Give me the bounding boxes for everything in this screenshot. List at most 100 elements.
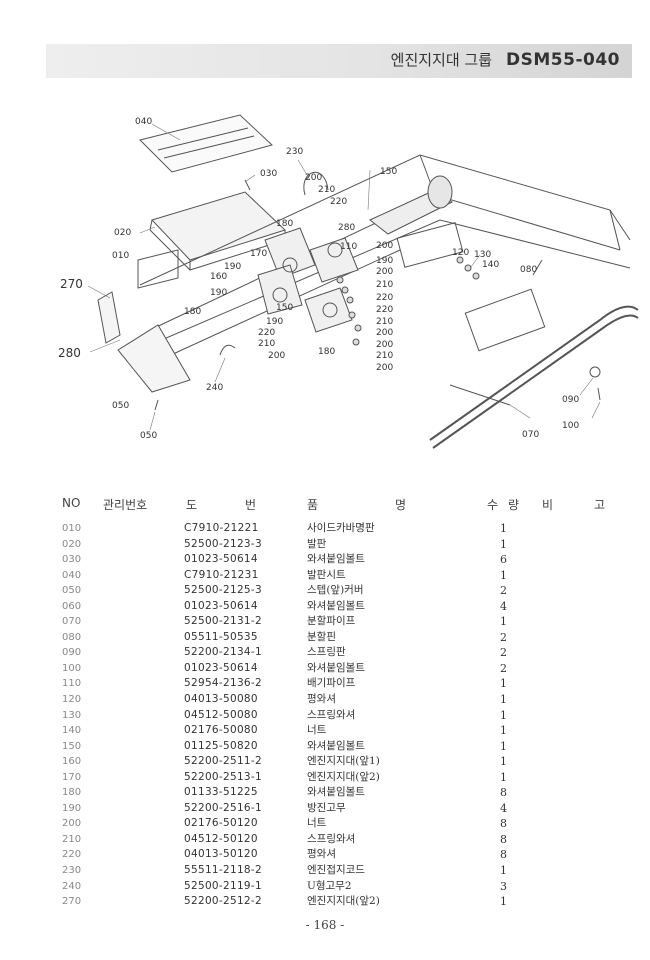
callout-010: 010 — [112, 251, 129, 261]
diagram-drawing: 040 030 230 150 200 210 220 020 280 180 … — [58, 114, 639, 449]
part-quantity: 1 — [500, 895, 507, 909]
engine-support-front — [264, 227, 316, 279]
callout-220: 220 — [376, 305, 393, 315]
part-number: 52200-2511-2 — [184, 755, 262, 768]
part-name: 방진고무 — [307, 801, 346, 814]
callout-210: 210 — [376, 280, 393, 290]
part-index: 010 — [62, 523, 82, 534]
col-note-1: 비 — [542, 498, 554, 512]
part-name: 와셔붙임볼트 — [307, 553, 365, 566]
col-management-no: 관리번호 — [103, 498, 148, 512]
part-index: 180 — [62, 787, 82, 799]
part-quantity: 2 — [500, 584, 507, 598]
part-index: 210 — [62, 833, 82, 845]
part-quantity: 1 — [500, 677, 507, 691]
callout-130: 130 — [474, 250, 491, 260]
callout-190: 190 — [224, 262, 241, 272]
part-number: C7910-21221 — [184, 522, 259, 534]
callout-040: 040 — [135, 117, 152, 127]
part-index: 110 — [62, 678, 82, 690]
part-number: 01023-50614 — [184, 661, 258, 674]
part-quantity: 4 — [500, 801, 507, 815]
part-index: 100 — [62, 662, 82, 674]
callout-240: 240 — [206, 383, 223, 393]
part-quantity: 3 — [500, 879, 507, 893]
part-quantity: 1 — [500, 522, 507, 535]
callout-280: 280 — [338, 223, 355, 233]
part-number: 01133-51225 — [184, 786, 258, 799]
callout-150: 150 — [276, 303, 293, 313]
group-title: 엔진지지대 그룹 — [390, 51, 493, 69]
callout-110: 110 — [340, 242, 357, 252]
parts-table-header: NO 관리번호 도 번 품 명 수 량 비 고 — [0, 496, 650, 512]
part-name: 스텝(앞)커버 — [307, 584, 364, 597]
part-number: 04013-50120 — [184, 848, 258, 861]
part-index: 140 — [62, 725, 82, 737]
part-number: 52200-2512-2 — [184, 895, 262, 908]
part-number: 52500-2131-2 — [184, 615, 262, 628]
part-name: 스프링와셔 — [307, 708, 356, 721]
part-number: 04512-50120 — [184, 832, 258, 845]
part-name: 와셔붙임볼트 — [307, 786, 365, 799]
callout-180: 200 — [376, 241, 393, 251]
part-quantity: 4 — [500, 599, 507, 613]
part-index: 230 — [62, 865, 82, 877]
part-number: 52500-2119-1 — [184, 879, 262, 892]
callout-050: 050 — [140, 431, 157, 441]
callout-220: 220 — [376, 293, 393, 303]
part-name: 평와셔 — [307, 693, 336, 706]
part-index: 150 — [62, 740, 82, 752]
part-number: 01125-50820 — [184, 739, 258, 752]
part-name: 스프링와셔 — [307, 832, 356, 845]
part-quantity: 2 — [500, 630, 507, 644]
part-quantity: 1 — [500, 864, 507, 878]
part-name: 엔진지지대(앞2) — [307, 770, 380, 783]
part-quantity: 1 — [500, 724, 507, 738]
col-part-no-1: 도 — [186, 498, 198, 512]
col-note-2: 고 — [594, 498, 606, 512]
callout-180: 180 — [184, 307, 201, 317]
part-number: 04512-50080 — [184, 708, 258, 721]
part-number: 52954-2136-2 — [184, 677, 262, 690]
callout-180: 180 — [318, 347, 335, 357]
callout-200: 200 — [376, 267, 393, 277]
callout-230: 230 — [286, 147, 303, 157]
part-quantity: 8 — [500, 832, 507, 846]
group-code: DSM55-040 — [506, 50, 620, 70]
part-number: 02176-50080 — [184, 724, 258, 737]
part-quantity: 2 — [500, 661, 507, 675]
callout-120: 120 — [452, 248, 469, 258]
part-index: 170 — [62, 771, 82, 783]
part-index: 120 — [62, 694, 82, 706]
callout-100: 100 — [562, 421, 579, 431]
callout-190: 190 — [210, 288, 227, 298]
part-name: 와셔붙임볼트 — [307, 599, 365, 612]
page-title: 엔진지지대 그룹 DSM55-040 — [391, 49, 620, 70]
page-number: - 168 - — [305, 918, 345, 932]
part-index: 130 — [62, 709, 82, 721]
part-index: 030 — [62, 554, 82, 566]
callout-200: 200 — [376, 340, 393, 350]
col-name-2: 명 — [395, 498, 407, 512]
callout-220: 220 — [258, 328, 275, 338]
callout-190: 190 — [266, 317, 283, 327]
table-row: 210 04512-50120 스프링와셔 8 — [0, 832, 650, 848]
foot-sheet — [139, 114, 273, 173]
part-number: 52200-2513-1 — [184, 770, 262, 783]
callout-190: 190 — [376, 256, 393, 266]
part-quantity: 1 — [500, 755, 507, 769]
part-index: 270 — [62, 896, 82, 908]
part-name: 평와셔 — [307, 848, 336, 861]
col-qty-2: 량 — [508, 498, 520, 512]
part-quantity: 2 — [500, 646, 507, 660]
